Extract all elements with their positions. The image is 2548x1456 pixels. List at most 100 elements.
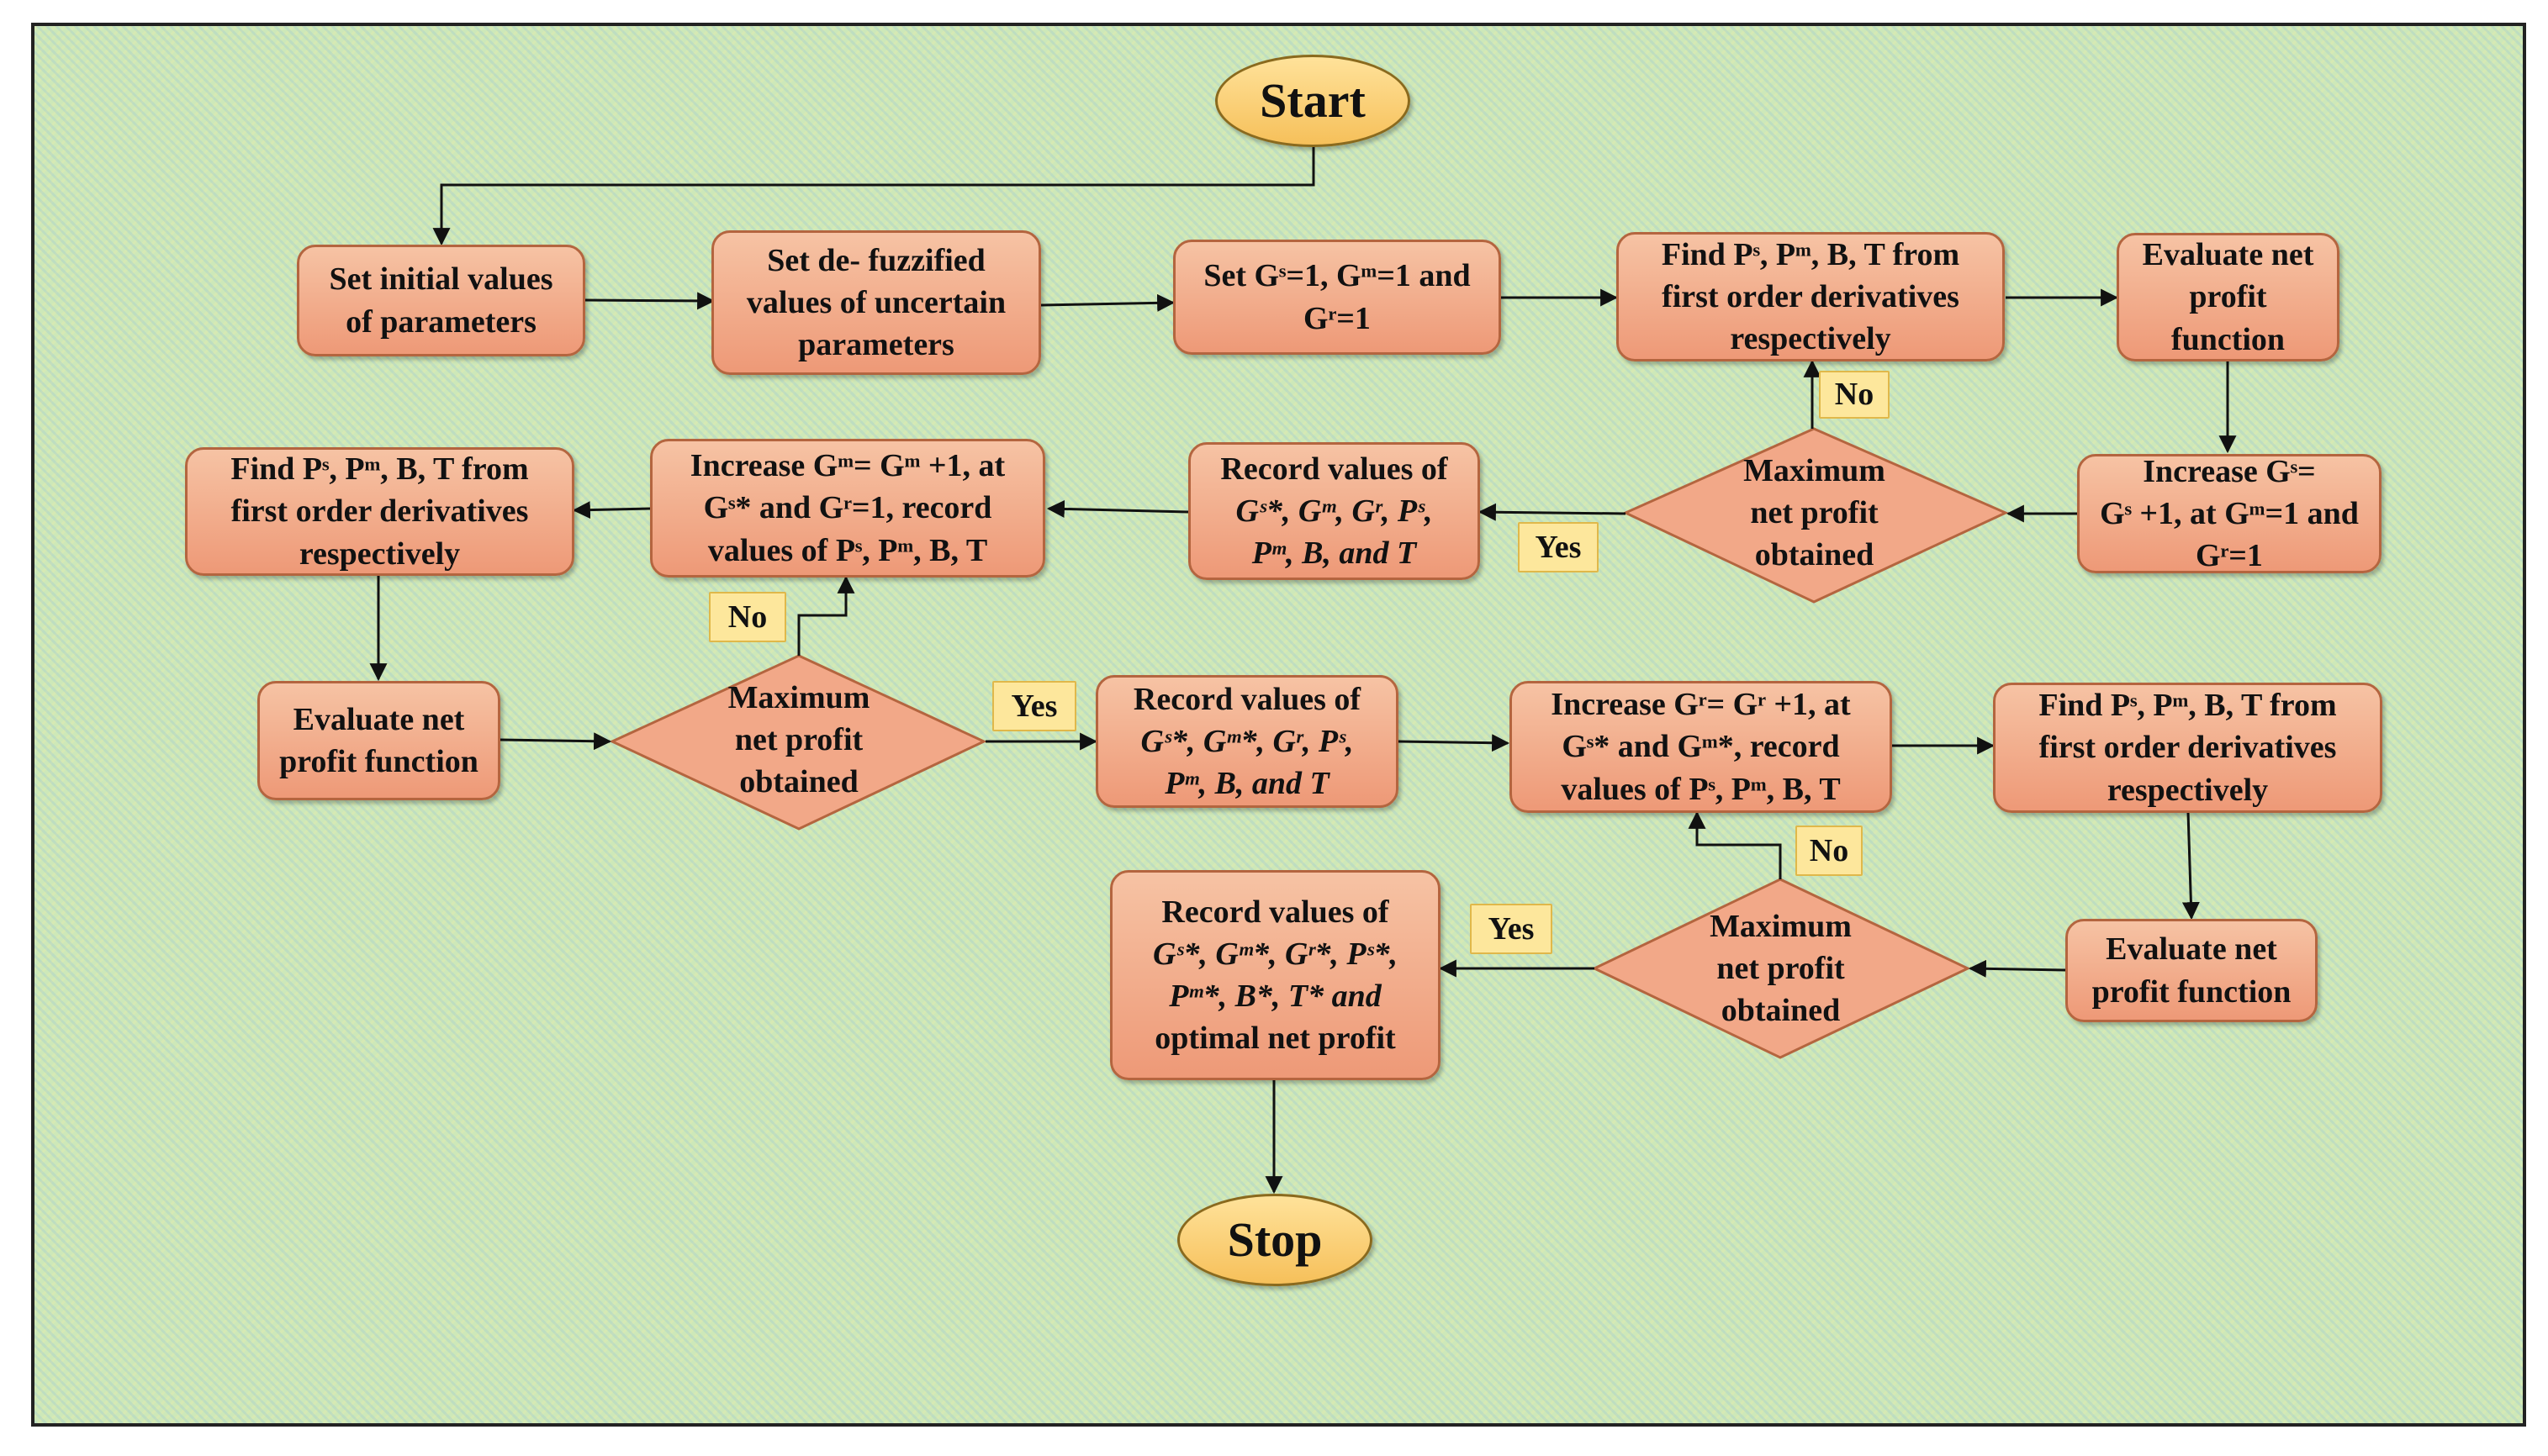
- no-tag-3: No: [1795, 826, 1863, 876]
- yes-tag-1: Yes: [1518, 522, 1599, 572]
- arrow-eval3-to-dec3: [1968, 959, 2066, 978]
- start-terminal: Start: [1215, 55, 1410, 147]
- eval3-line2: profit function: [2091, 973, 2292, 1010]
- set-defuzzified-values-box: Set de- fuzzified values of uncertain pa…: [711, 230, 1041, 375]
- arrow-find3-to-eval3: [2181, 811, 2200, 921]
- set-initial-line2: of parameters: [346, 303, 537, 340]
- arrow-dec3-no-to-incgr: [1688, 810, 1782, 879]
- dec2-line3: obtained: [739, 764, 859, 800]
- find3-line3: respectively: [2107, 772, 2269, 808]
- incgm-line2: Gˢ* and Gʳ=1, record: [703, 490, 992, 526]
- dec3-line2: net profit: [1716, 950, 1845, 986]
- find-derivatives-box-1: Find Pˢ, Pᵐ, B, T from first order deriv…: [1616, 232, 2005, 361]
- increase-gm-box: Increase Gᵐ= Gᵐ +1, at Gˢ* and Gʳ=1, rec…: [650, 439, 1045, 578]
- eval2-line2: profit function: [279, 744, 478, 779]
- incgs-line3: Gʳ=1: [2196, 538, 2263, 574]
- set-initial-line1: Set initial values: [329, 261, 553, 298]
- arrow-defuzz-to-setg: [1040, 293, 1176, 312]
- record-values-box-2: Record values of Gˢ*, Gᵐ*, Gʳ, Pˢ, Pᵐ, B…: [1096, 675, 1398, 808]
- find-derivatives-box-2: Find Pˢ, Pᵐ, B, T from first order deriv…: [185, 447, 574, 576]
- record1-line2: Gˢ*, Gᵐ, Gʳ, Pˢ,: [1235, 493, 1433, 529]
- decision-diamond-3: [1591, 878, 1971, 1059]
- decision-diamond-2: [609, 654, 987, 831]
- dec2-line1: Maximum: [727, 679, 870, 715]
- yes-tag-2-label: Yes: [1011, 688, 1058, 724]
- incgs-line1: Increase Gˢ=: [2143, 453, 2316, 489]
- record1-line3: Pᵐ, B, and T: [1251, 535, 1417, 572]
- record2-line1: Record values of: [1133, 681, 1361, 717]
- start-label: Start: [1260, 72, 1366, 128]
- set-defuzz-line2: values of uncertain: [746, 284, 1007, 320]
- find2-line1: Find Pˢ, Pᵐ, B, T from: [230, 451, 529, 488]
- final-line1: Record values of: [1161, 894, 1389, 930]
- arrow-record2-to-incgr: [1398, 734, 1510, 752]
- set-initial-values-box: Set initial values of parameters: [297, 245, 585, 356]
- stop-label: Stop: [1227, 1211, 1323, 1267]
- find1-line2: first order derivatives: [1662, 278, 1959, 314]
- dec2-line2: net profit: [734, 721, 864, 757]
- incgr-line3: values of Pˢ, Pᵐ, B, T: [1561, 771, 1841, 807]
- record2-line2: Gˢ*, Gᵐ*, Gʳ, Pˢ,: [1140, 723, 1354, 759]
- no-tag-3-label: No: [1809, 832, 1849, 868]
- arrow-initial-to-defuzz: [584, 292, 716, 310]
- set-defuzz-line1: Set de- fuzzified: [767, 242, 986, 278]
- record-final-values-box: Record values of Gˢ*, Gᵐ*, Gʳ*, Pˢ*, Pᵐ*…: [1110, 870, 1441, 1080]
- set-defuzz-line3: parameters: [798, 327, 954, 363]
- arrow-dec2-no-to-incgm: [797, 575, 855, 656]
- arrow-start-to-initial: [432, 139, 1315, 246]
- set-g-line2: Gʳ=1: [1303, 300, 1371, 336]
- final-line4: optimal net profit: [1155, 1021, 1396, 1057]
- dec1-line2: net profit: [1750, 494, 1879, 530]
- find-derivatives-box-3: Find Pˢ, Pᵐ, B, T from first order deriv…: [1993, 683, 2382, 813]
- incgs-line2: Gˢ +1, at Gᵐ=1 and: [2100, 495, 2359, 531]
- eval3-line1: Evaluate net: [2106, 931, 2277, 968]
- incgm-line1: Increase Gᵐ= Gᵐ +1, at: [690, 448, 1006, 484]
- eval1-line3: function: [2170, 321, 2286, 357]
- yes-tag-2: Yes: [992, 681, 1076, 731]
- decision-1-text: Maximum net profit obtained: [1690, 450, 1938, 576]
- evaluate-net-profit-box-1: Evaluate net profit function: [2117, 233, 2339, 361]
- set-g-line1: Set Gˢ=1, Gᵐ=1 and: [1203, 258, 1471, 294]
- find2-line3: respectively: [299, 535, 461, 572]
- no-tag-2-label: No: [727, 599, 768, 635]
- evaluate-net-profit-box-3: Evaluate net profit function: [2065, 919, 2318, 1022]
- record-values-box-1: Record values of Gˢ*, Gᵐ, Gʳ, Pˢ, Pᵐ, B,…: [1188, 442, 1480, 580]
- no-tag-1-label: No: [1834, 377, 1874, 413]
- final-line2: Gˢ*, Gᵐ*, Gʳ*, Pˢ*,: [1152, 936, 1398, 972]
- dec3-line1: Maximum: [1710, 908, 1852, 944]
- find3-line2: first order derivatives: [2038, 730, 2337, 766]
- incgm-line3: values of Pˢ, Pᵐ, B, T: [707, 532, 988, 568]
- decision-3-text: Maximum net profit obtained: [1657, 905, 1905, 1031]
- find1-line3: respectively: [1730, 321, 1891, 357]
- arrow-record1-to-incgm: [1046, 499, 1189, 518]
- find2-line2: first order derivatives: [230, 493, 529, 530]
- evaluate-net-profit-box-2: Evaluate net profit function: [257, 681, 500, 800]
- find1-line1: Find Pˢ, Pᵐ, B, T from: [1661, 236, 1960, 272]
- eval1-line2: profit: [2189, 279, 2267, 315]
- no-tag-2: No: [709, 592, 786, 642]
- increase-gs-box: Increase Gˢ= Gˢ +1, at Gᵐ=1 and Gʳ=1: [2077, 454, 2381, 573]
- arrow-dec1-yes-to-record1: [1478, 503, 1626, 521]
- decision-2-text: Maximum net profit obtained: [677, 677, 921, 803]
- incgr-line2: Gˢ* and Gᵐ*, record: [1562, 729, 1840, 765]
- arrow-eval2-to-dec2: [500, 732, 612, 751]
- stop-terminal: Stop: [1177, 1194, 1372, 1286]
- record2-line3: Pᵐ, B, and T: [1165, 766, 1330, 802]
- yes-tag-1-label: Yes: [1535, 529, 1582, 565]
- set-g-values-box: Set Gˢ=1, Gᵐ=1 and Gʳ=1: [1173, 240, 1501, 355]
- arrow-incgm-to-find2: [572, 501, 651, 520]
- yes-tag-3-label: Yes: [1488, 910, 1535, 947]
- find3-line1: Find Pˢ, Pᵐ, B, T from: [2038, 688, 2337, 724]
- incgr-line1: Increase Gʳ= Gʳ +1, at: [1551, 687, 1851, 723]
- increase-gr-box: Increase Gʳ= Gʳ +1, at Gˢ* and Gᵐ*, reco…: [1509, 681, 1892, 813]
- dec3-line3: obtained: [1721, 993, 1841, 1029]
- decision-diamond-1: [1622, 427, 2009, 604]
- eval2-line1: Evaluate net: [293, 701, 465, 737]
- dec1-line3: obtained: [1754, 537, 1874, 573]
- eval1-line1: Evaluate net: [2142, 237, 2314, 273]
- dec1-line1: Maximum: [1743, 452, 1885, 488]
- record1-line1: Record values of: [1220, 451, 1448, 487]
- yes-tag-3: Yes: [1470, 904, 1552, 954]
